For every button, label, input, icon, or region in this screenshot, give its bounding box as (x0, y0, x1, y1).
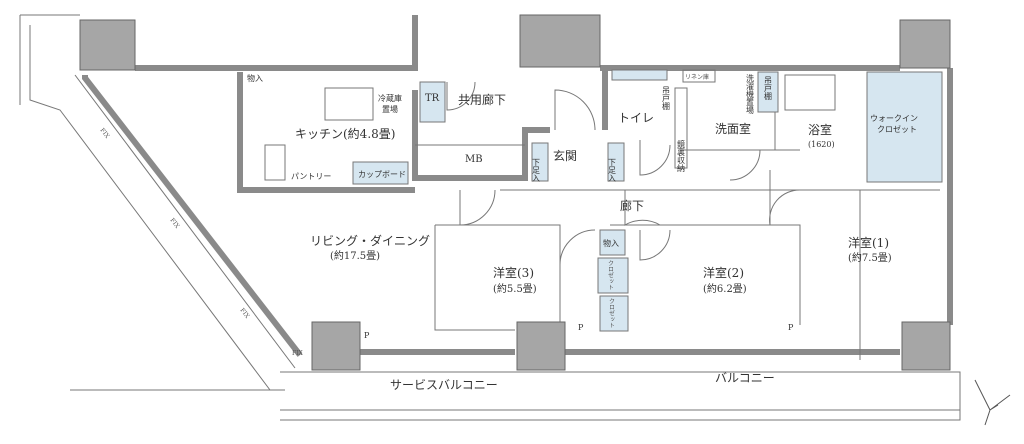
north-arrow-icon (974, 379, 1011, 426)
closet3-label: クロゼット (607, 260, 614, 290)
pipe-marker: P (788, 323, 794, 332)
balcony-label: バルコニー (715, 371, 775, 385)
western1-label: 洋室(1) (848, 235, 889, 250)
column (901, 321, 951, 371)
column (79, 19, 136, 71)
western1-area: (約7.5畳) (848, 251, 892, 264)
door[interactable] (639, 229, 671, 261)
toilet-shelf (611, 69, 668, 81)
bathroom-size: (1620) (808, 140, 835, 149)
door[interactable] (554, 89, 596, 131)
entrance-label: 玄関 (553, 148, 577, 163)
washer-label: 洗濯機置場 (746, 73, 755, 115)
linen-label: リネン庫 (685, 73, 709, 81)
fix-window-label: FIX (238, 307, 251, 320)
washroom-label: 洗面室 (715, 121, 751, 136)
hanging-cabinet-2-label: 吊戸棚 (764, 76, 773, 101)
door[interactable] (559, 229, 596, 266)
pantry-label: パントリー (291, 172, 331, 181)
western3-label: 洋室(3) (493, 265, 534, 280)
mirror-cabinet (674, 87, 688, 169)
pipe-marker: P (364, 331, 370, 340)
washer-box (757, 71, 779, 113)
closet2-box (599, 295, 629, 332)
balcony-area (70, 371, 961, 421)
fix-window-label: FIX (98, 127, 111, 140)
kitchen-stove (324, 87, 374, 121)
walls (135, 15, 953, 360)
western2-label: 洋室(2) (703, 265, 744, 280)
shoe-cabinet-2-label: 下足入 (608, 158, 617, 182)
column (516, 321, 566, 371)
bathtub (784, 74, 836, 111)
common-corridor-label: 共用廊下 (458, 92, 506, 107)
fix-window-label: FIX (292, 350, 304, 357)
column (311, 321, 361, 371)
service-balcony-label: サービスバルコニー (390, 378, 498, 392)
closet-hall-box (599, 229, 626, 256)
cupboard-box (352, 161, 409, 185)
column (519, 14, 601, 68)
hall-closet-label: 物入 (603, 238, 619, 248)
bathroom-label: 浴室 (808, 122, 832, 137)
kitchen-sink (264, 144, 286, 181)
cupboard-label: カップボード (358, 170, 406, 179)
door[interactable] (729, 149, 761, 181)
door[interactable] (459, 189, 496, 226)
toilet-label: トイレ (618, 111, 654, 125)
fridge-label-2: 置場 (382, 104, 398, 114)
door[interactable] (446, 81, 476, 111)
mb-label: MB (465, 154, 483, 165)
hanging-cabinet-1-label: 吊戸棚 (662, 86, 671, 111)
mirror-storage-label: 鏡裏収納 (677, 139, 686, 173)
closet2-label: クロゼット (608, 298, 615, 328)
hallway-label: 廊下 (620, 198, 644, 213)
closet3-box (597, 257, 629, 294)
shoe-cabinet-1-label: 下足入 (532, 158, 541, 182)
tr-box (419, 81, 446, 123)
pipe-marker: P (578, 323, 584, 332)
shoe-box-2 (607, 142, 625, 182)
exterior-window-wall (19, 14, 303, 391)
door[interactable] (624, 190, 661, 226)
kitchen-closet-label: 物入 (247, 73, 263, 83)
kitchen-label: キッチン(約4.8畳) (295, 126, 395, 141)
fridge-label-1: 冷蔵庫 (378, 93, 402, 103)
shoe-box-1 (531, 142, 549, 182)
western3-area: (約5.5畳) (493, 282, 537, 295)
walkin-label-1: ウォークイン (870, 114, 918, 123)
western2-area: (約6.2畳) (703, 282, 747, 295)
living-area: (約17.5畳) (330, 249, 380, 262)
door[interactable] (639, 140, 671, 176)
tr-label: TR (425, 93, 440, 104)
linen-box (682, 69, 716, 83)
fix-window-label: FIX (168, 217, 181, 230)
walkin-label-2: クロゼット (877, 124, 917, 134)
living-label: リビング・ダイニング (310, 233, 430, 248)
column (899, 19, 951, 69)
walkin-closet-box (866, 71, 943, 183)
door[interactable] (769, 189, 801, 226)
